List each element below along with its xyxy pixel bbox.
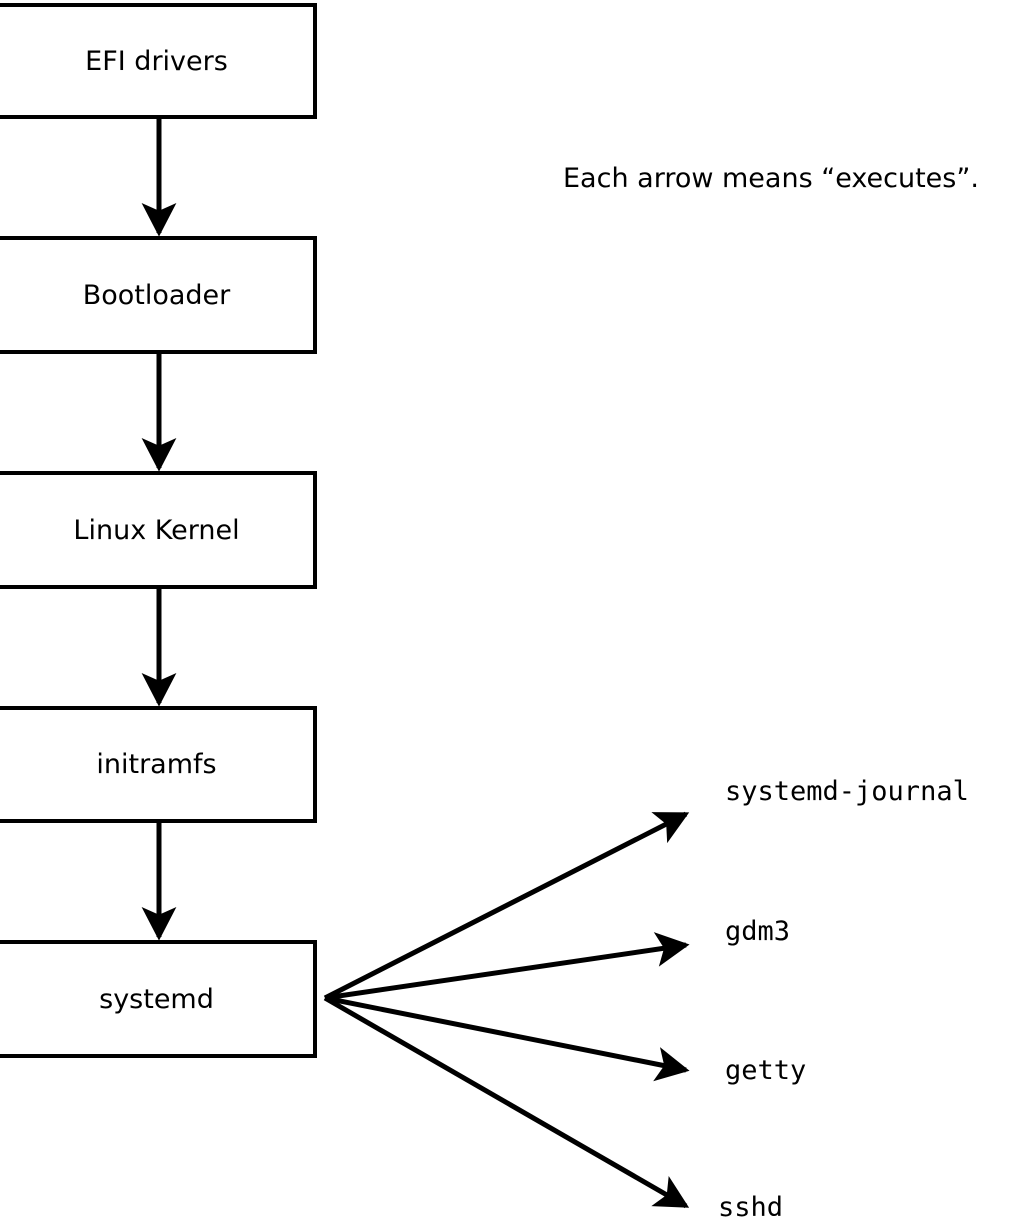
process-box-bootloader[interactable]: Bootloader (0, 236, 317, 354)
arrow-systemd-to-gdm3 (324, 932, 690, 1001)
leaf-label-systemd-journal[interactable]: systemd-journal (725, 776, 969, 807)
process-box-label: Linux Kernel (73, 514, 240, 546)
arrow-systemd-to-sshd (323, 995, 690, 1209)
process-box-label: systemd (99, 983, 214, 1015)
process-box-linux-kernel[interactable]: Linux Kernel (0, 471, 317, 589)
arrow-systemd-to-getty (324, 995, 690, 1082)
diagram-caption: Each arrow means “executes”. (563, 163, 979, 194)
arrow-systemd-to-systemd-journal (323, 811, 690, 1001)
process-box-systemd[interactable]: systemd (0, 940, 317, 1058)
process-box-efi-drivers[interactable]: EFI drivers (0, 3, 317, 119)
process-box-initramfs[interactable]: initramfs (0, 706, 317, 823)
process-box-label: EFI drivers (85, 45, 228, 77)
process-box-label: initramfs (96, 749, 217, 780)
process-box-label: Bootloader (82, 279, 231, 311)
leaf-label-getty[interactable]: getty (725, 1055, 807, 1086)
leaf-label-gdm3[interactable]: gdm3 (725, 916, 791, 947)
leaf-label-sshd[interactable]: sshd (718, 1192, 784, 1223)
